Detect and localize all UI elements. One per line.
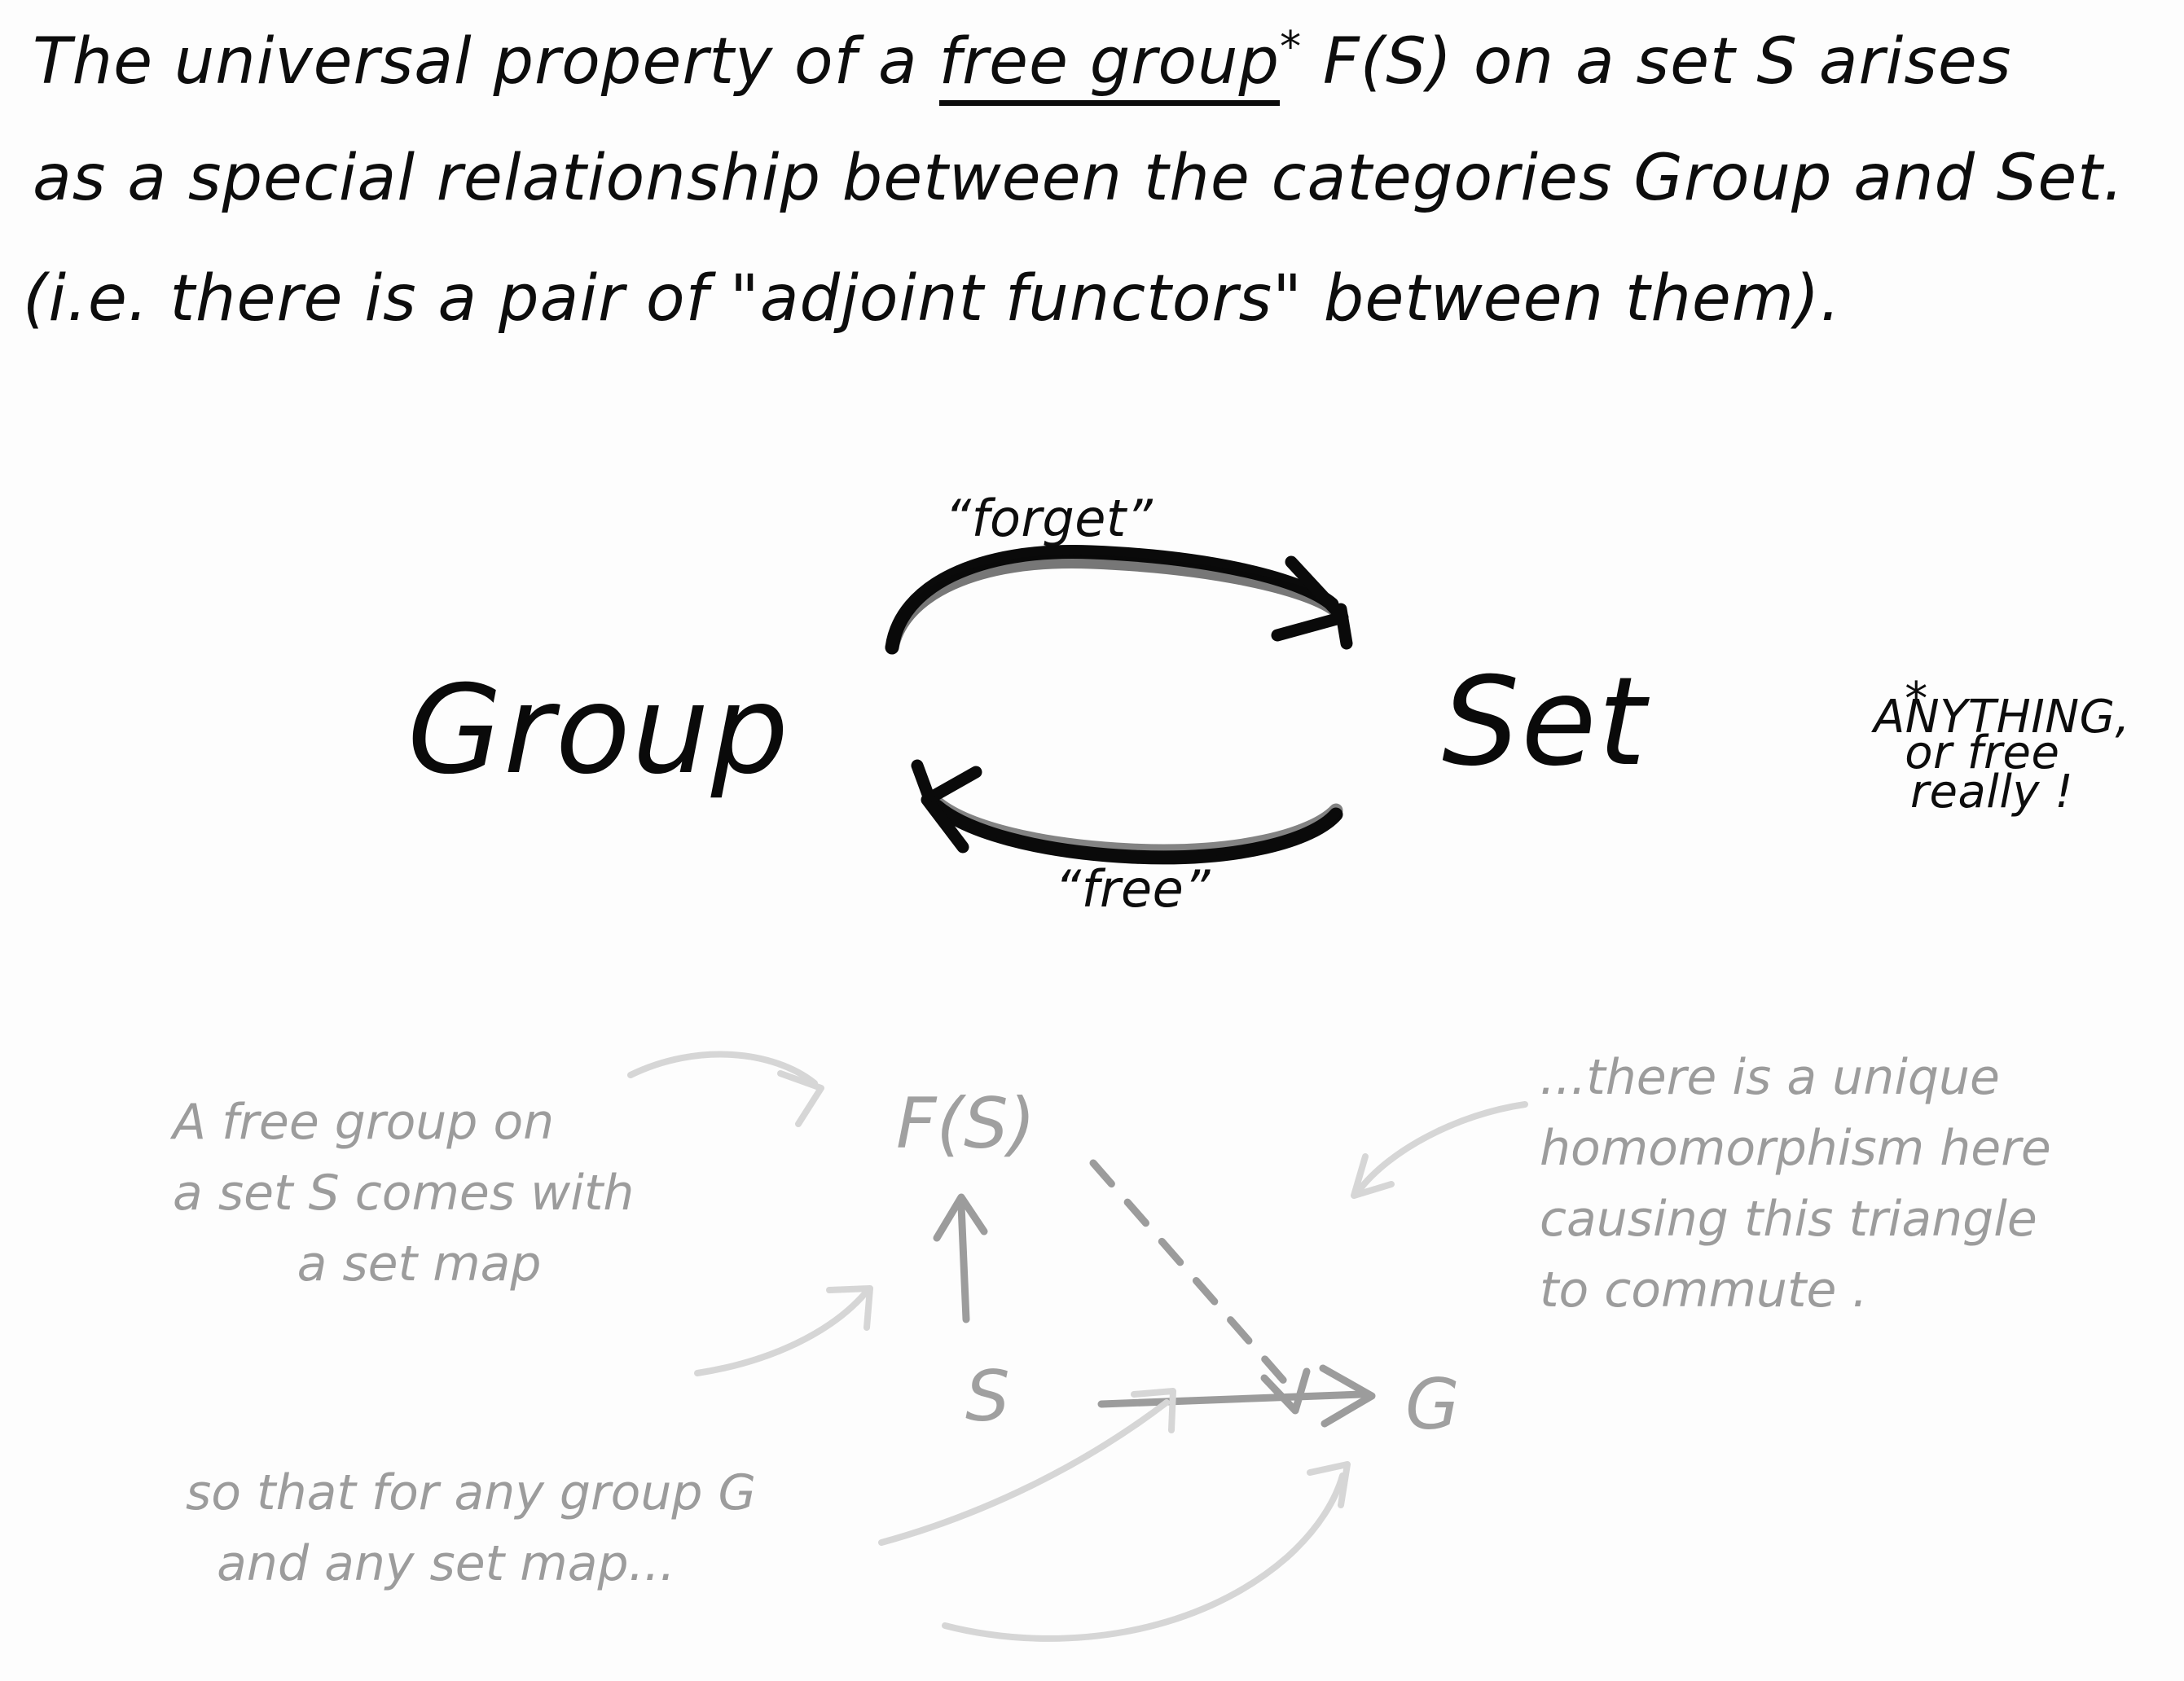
category-label-group: Group bbox=[407, 660, 790, 801]
triangle-node-g: G bbox=[1405, 1364, 1460, 1446]
annotation-left-bottom: so that for any group G and any set map.… bbox=[186, 1464, 757, 1592]
asterisk-marker: * bbox=[1280, 23, 1303, 72]
footnote-line-1: or free bbox=[1905, 726, 2060, 780]
pointer-arrows bbox=[627, 1051, 1528, 1642]
triangle-node-s: S bbox=[965, 1356, 1010, 1437]
paragraph-line-1: The universal property of a free group* … bbox=[33, 23, 2012, 106]
paragraph-line-1-part-b: F(S) on a set S arises bbox=[1302, 25, 2012, 99]
free-arrow-label: “free” bbox=[1055, 859, 1211, 919]
footnote-line-3: really ! bbox=[1910, 766, 2074, 819]
annotation-left-top: A free group on a set S comes with a set… bbox=[173, 1094, 635, 1293]
category-label-set: Set bbox=[1442, 652, 1648, 793]
paragraph-line-3: (i.e. there is a pair of "adjoint functo… bbox=[23, 262, 1842, 336]
footnote-asterisk: * bbox=[1905, 673, 1928, 726]
free-group-underlined: free group bbox=[938, 25, 1281, 106]
forget-arrow-label: “forget” bbox=[945, 489, 1154, 548]
footnote-block: * or free bbox=[1845, 619, 2059, 834]
forget-arrow bbox=[885, 544, 1353, 655]
triangle-node-fs: F(S) bbox=[896, 1083, 1036, 1165]
footnote-line-2: ANYTHING, bbox=[1874, 691, 2130, 744]
paragraph-line-2: as a special relationship between the ca… bbox=[33, 142, 2125, 215]
free-arrow bbox=[911, 759, 1343, 865]
paragraph-line-1-part-a: The universal property of a bbox=[33, 25, 939, 99]
annotation-right: ...there is a unique homomorphism here c… bbox=[1540, 1049, 2051, 1319]
